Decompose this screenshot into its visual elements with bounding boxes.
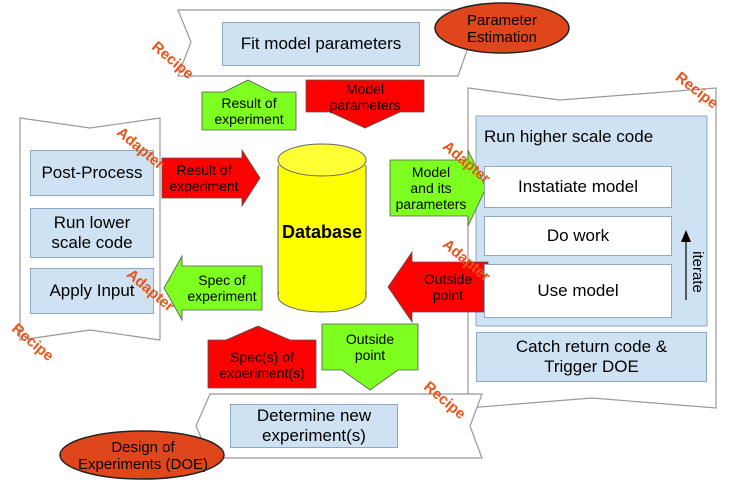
doe-ellipse [59, 430, 225, 480]
database-cylinder [277, 143, 367, 313]
parameter-estimation-label: Parameter Estimation [466, 11, 538, 46]
arrow-result-left-label: Result of experiment [169, 161, 239, 194]
run-higher-label: Run higher scale code [484, 127, 654, 147]
parameter-estimation-ellipse [434, 2, 570, 54]
determine-experiments-box: Determine new experiment(s) [230, 404, 398, 448]
arrow-outside-right-label: Outside point [423, 270, 473, 303]
database-label: Database [281, 221, 363, 242]
arrow-outside-right [387, 250, 489, 324]
iterate-label: iterate [688, 251, 706, 293]
arrow-model-params-label: Model parameters [329, 80, 401, 113]
arrow-result-left [161, 148, 261, 208]
iterate-arrowhead [681, 230, 691, 242]
run-lower-box: Run lower scale code [30, 208, 154, 258]
arrow-spec-left-label: Spec of experiment [187, 271, 257, 304]
doe-label: Design of Experiments (DOE) [77, 438, 209, 473]
arrow-spec-bottom-label: Spec(s) of experiment(s) [219, 348, 305, 381]
post-process-box: Post-Process [30, 150, 154, 196]
arrow-spec-bottom [207, 325, 317, 389]
arrow-spec-left [163, 254, 263, 322]
use-model-box: Use model [484, 264, 672, 318]
apply-input-box: Apply Input [30, 268, 154, 314]
arrow-result-up [201, 79, 297, 131]
arrow-outside-bottom [321, 323, 419, 391]
do-work-box: Do work [484, 216, 672, 256]
instantiate-model-box: Instatiate model [484, 166, 672, 208]
arrow-result-up-label: Result of experiment [214, 94, 284, 127]
fit-model-box: Fit model parameters [222, 22, 420, 66]
arrow-model-right-label: Model and its parameters [395, 163, 467, 213]
catch-return-box: Catch return code & Trigger DOE [476, 332, 707, 382]
arrow-outside-bottom-label: Outside point [345, 330, 395, 363]
arrow-model-right [389, 149, 487, 227]
arrow-model-params-down [305, 79, 425, 129]
